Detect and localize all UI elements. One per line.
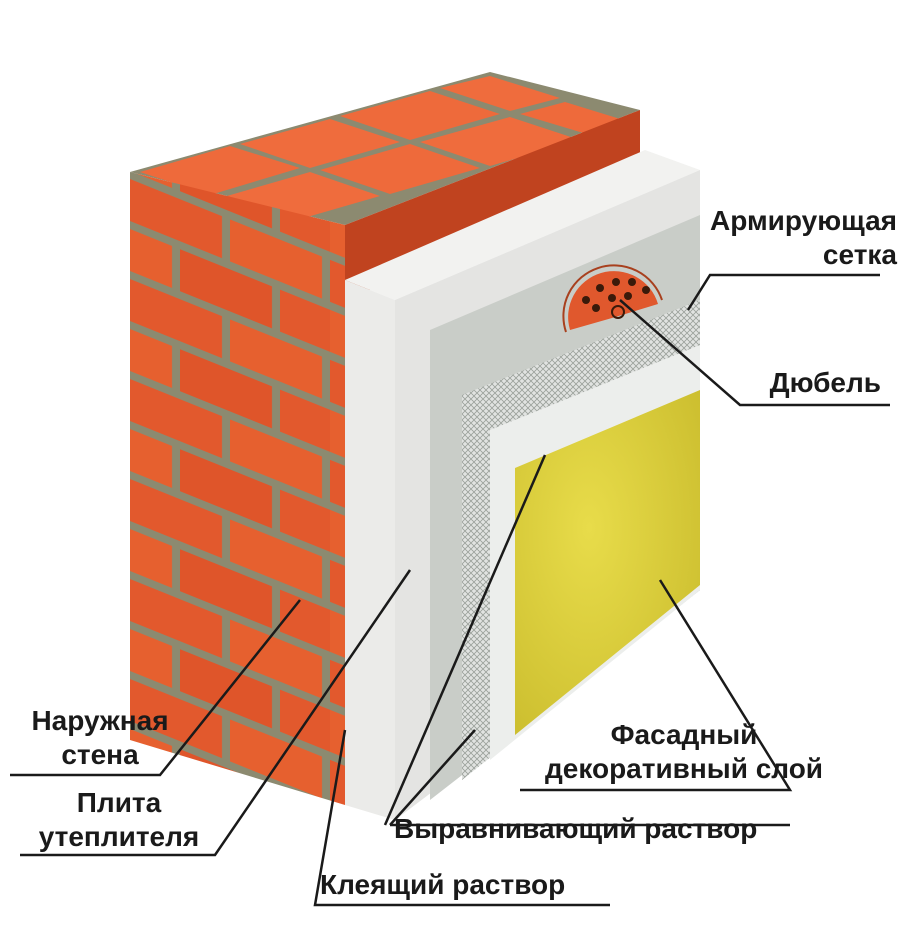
label-reinforcing-mesh: Армирующая сетка xyxy=(710,204,897,272)
insulation-board-face xyxy=(345,150,700,300)
label-insulation-board-line2: утеплителя xyxy=(38,821,200,852)
dowel xyxy=(562,264,663,333)
label-reinforcing-mesh-line1: Армирующая xyxy=(710,205,897,236)
label-leveling-mortar-text: Выравнивающий раствор xyxy=(394,813,758,844)
leader-leveling-mortar-2 xyxy=(389,729,476,826)
label-facade-line2: декоративный слой xyxy=(544,753,824,784)
label-outer-wall-line2: стена xyxy=(61,739,139,770)
label-dowel: Дюбель xyxy=(770,366,881,400)
facade-decorative-layer xyxy=(515,390,700,735)
label-insulation-board-line1: Плита xyxy=(76,787,162,818)
label-outer-wall-line1: Наружная xyxy=(31,705,169,736)
label-reinforcing-mesh-line2: сетка xyxy=(822,239,897,270)
label-facade-decorative-layer: Фасадный декоративный слой xyxy=(508,718,860,786)
label-insulation-board: Плита утеплителя xyxy=(14,786,224,854)
leader-reinforcing-mesh xyxy=(686,273,880,311)
label-dowel-text: Дюбель xyxy=(769,367,881,398)
label-outer-wall: Наружная стена xyxy=(6,704,194,772)
brick-wall-front-face xyxy=(130,172,345,805)
leader-outer-wall xyxy=(10,599,301,777)
insulation-board-edge xyxy=(345,280,395,820)
leader-leveling-mortar-1 xyxy=(383,454,547,826)
label-adhesive-mortar-text: Клеящий раствор xyxy=(320,869,566,900)
leader-dowel xyxy=(619,299,890,407)
brick-wall-top-face xyxy=(130,72,640,225)
label-leveling-mortar: Выравнивающий раствор xyxy=(394,812,757,846)
leader-facade-decorative xyxy=(520,579,793,792)
leader-adhesive-mortar xyxy=(313,729,610,907)
label-adhesive-mortar: Клеящий раствор xyxy=(320,868,565,902)
leader-lines xyxy=(10,273,890,907)
label-facade-line1: Фасадный xyxy=(610,719,758,750)
leader-insulation-board xyxy=(20,569,412,857)
